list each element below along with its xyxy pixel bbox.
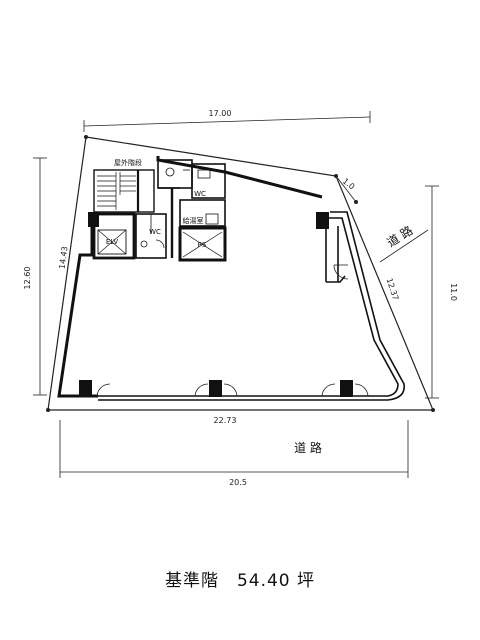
dim-left-inner: 14.43 <box>57 246 69 270</box>
label-wc-small: WC <box>149 228 161 236</box>
label-road-bottom: 道 路 <box>294 440 322 455</box>
label-wc-upper: WC <box>194 190 206 198</box>
dim-top: 17.00 <box>209 109 232 118</box>
label-pantry: 給湯室 <box>183 216 204 225</box>
floor-caption: 基準階 54.40 坪 <box>164 571 316 591</box>
label-emergency-stairs: 屋外階段 <box>114 158 142 167</box>
dim-left-outer: 12.60 <box>23 267 32 290</box>
dim-bottom-outer: 20.5 <box>229 478 247 487</box>
dim-right-outer: 11.0 <box>449 283 458 301</box>
label-road-right: 道 路 <box>384 222 416 249</box>
dim-top-right-small: 1.0 <box>341 177 357 192</box>
label-pipe-shaft: PS <box>198 241 207 249</box>
dim-bottom-inner: 22.73 <box>214 416 237 425</box>
label-elevator: ELV <box>106 238 119 246</box>
